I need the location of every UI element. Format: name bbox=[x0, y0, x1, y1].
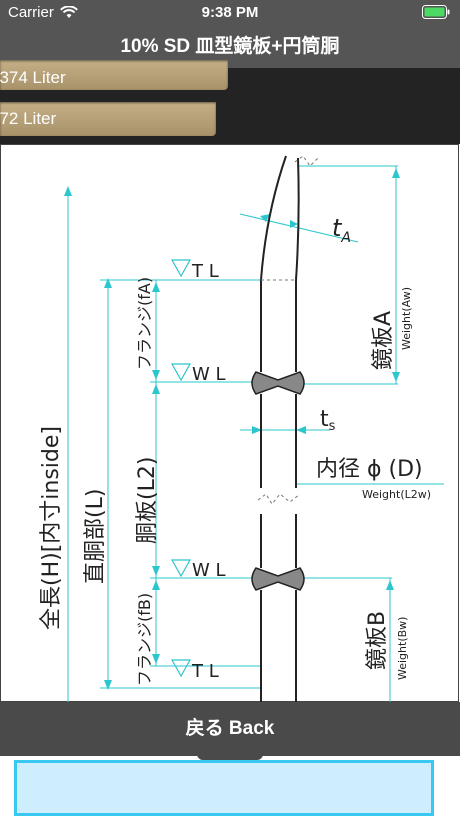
wifi-icon bbox=[59, 6, 78, 18]
label-head-b-weight: Weight(Bw) bbox=[396, 617, 409, 680]
status-bar: Carrier 9:38 PM bbox=[0, 0, 460, 26]
label-body-plate: 胴板(L2) bbox=[135, 457, 160, 544]
battery-icon bbox=[422, 5, 450, 19]
caption-2: 272 Liter bbox=[0, 102, 216, 136]
label-total-length: 全長(H)[内寸inside] bbox=[39, 426, 64, 630]
label-ta: tA bbox=[332, 214, 351, 246]
back-button[interactable]: 戻る Back bbox=[0, 702, 460, 756]
carrier-label: Carrier bbox=[8, 4, 54, 21]
back-button-notch bbox=[197, 754, 263, 760]
vessel-diagram: T L W L W L T L tA ts 内径 ϕ (D) Weight(L2… bbox=[0, 144, 460, 702]
label-wl-top: W L bbox=[192, 364, 226, 385]
label-body-weight: Weight(L2w) bbox=[362, 488, 431, 501]
caption-1: 1374 Liter bbox=[0, 60, 228, 90]
label-inner-diameter: 内径 ϕ (D) bbox=[316, 457, 423, 482]
label-head-a: 鏡板A bbox=[371, 311, 396, 370]
label-tl-top: T L bbox=[191, 261, 219, 282]
label-flange-a: フランジ(fA) bbox=[135, 277, 154, 370]
label-ts: ts bbox=[320, 407, 336, 434]
label-head-a-weight: Weight(Aw) bbox=[400, 287, 413, 350]
label-tl-bottom: T L bbox=[191, 661, 219, 682]
clock: 9:38 PM bbox=[201, 4, 259, 21]
results-band: 1374 Liter 272 Liter bbox=[0, 60, 460, 144]
label-straight-body: 直胴部(L) bbox=[83, 489, 108, 584]
label-flange-b: フランジ(fB) bbox=[135, 593, 154, 686]
label-head-b: 鏡板B bbox=[365, 611, 390, 670]
input-box[interactable] bbox=[14, 760, 434, 816]
label-wl-bottom: W L bbox=[192, 560, 226, 581]
